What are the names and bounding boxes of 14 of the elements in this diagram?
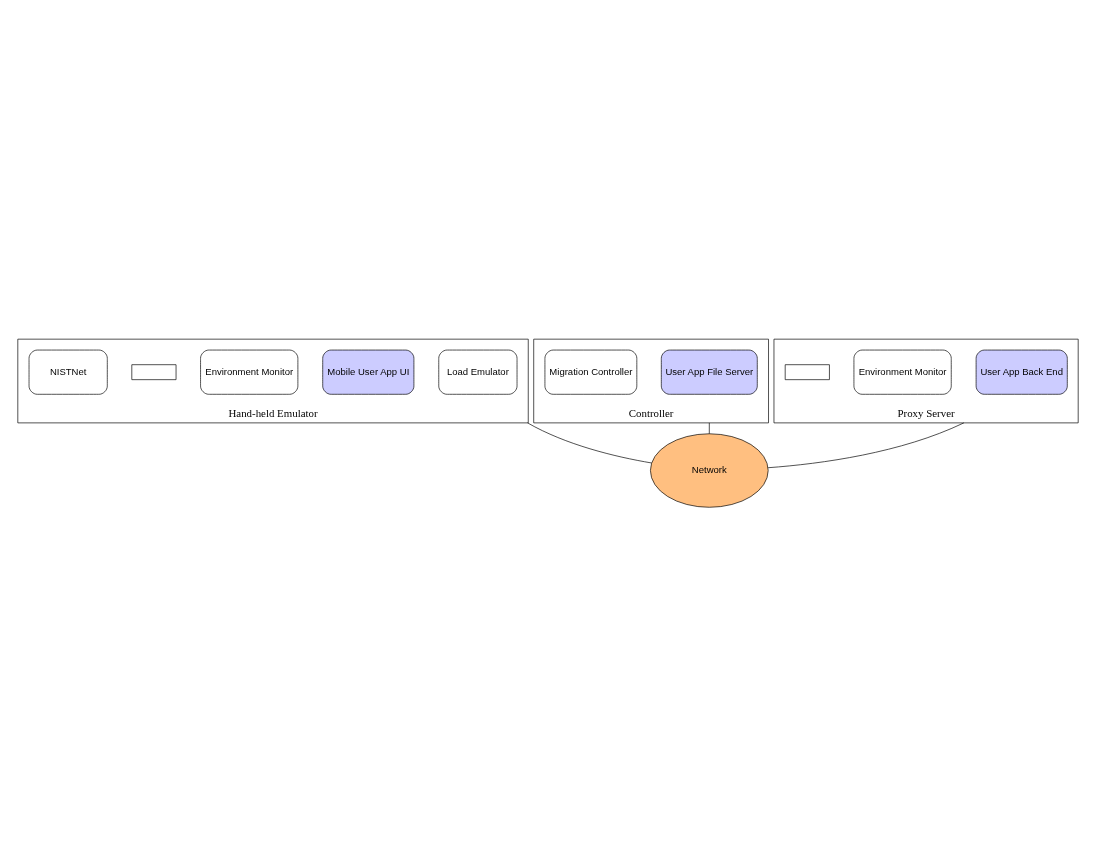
node-box: Migration Controller xyxy=(544,349,638,395)
connector xyxy=(708,422,710,435)
node-box: Environment Monitor xyxy=(200,349,299,395)
connector xyxy=(527,422,652,464)
node-box: NISTNet xyxy=(28,349,108,395)
connector xyxy=(767,422,965,469)
node-box xyxy=(131,364,177,380)
node-box: User App Back End xyxy=(975,349,1068,395)
node-box: Load Emulator xyxy=(438,349,518,395)
node-ellipse: Network xyxy=(650,433,769,508)
node-box xyxy=(784,364,830,380)
node-box: Mobile User App UI xyxy=(322,349,415,395)
node-box: Environment Monitor xyxy=(853,349,952,395)
node-box: User App File Server xyxy=(661,349,758,395)
